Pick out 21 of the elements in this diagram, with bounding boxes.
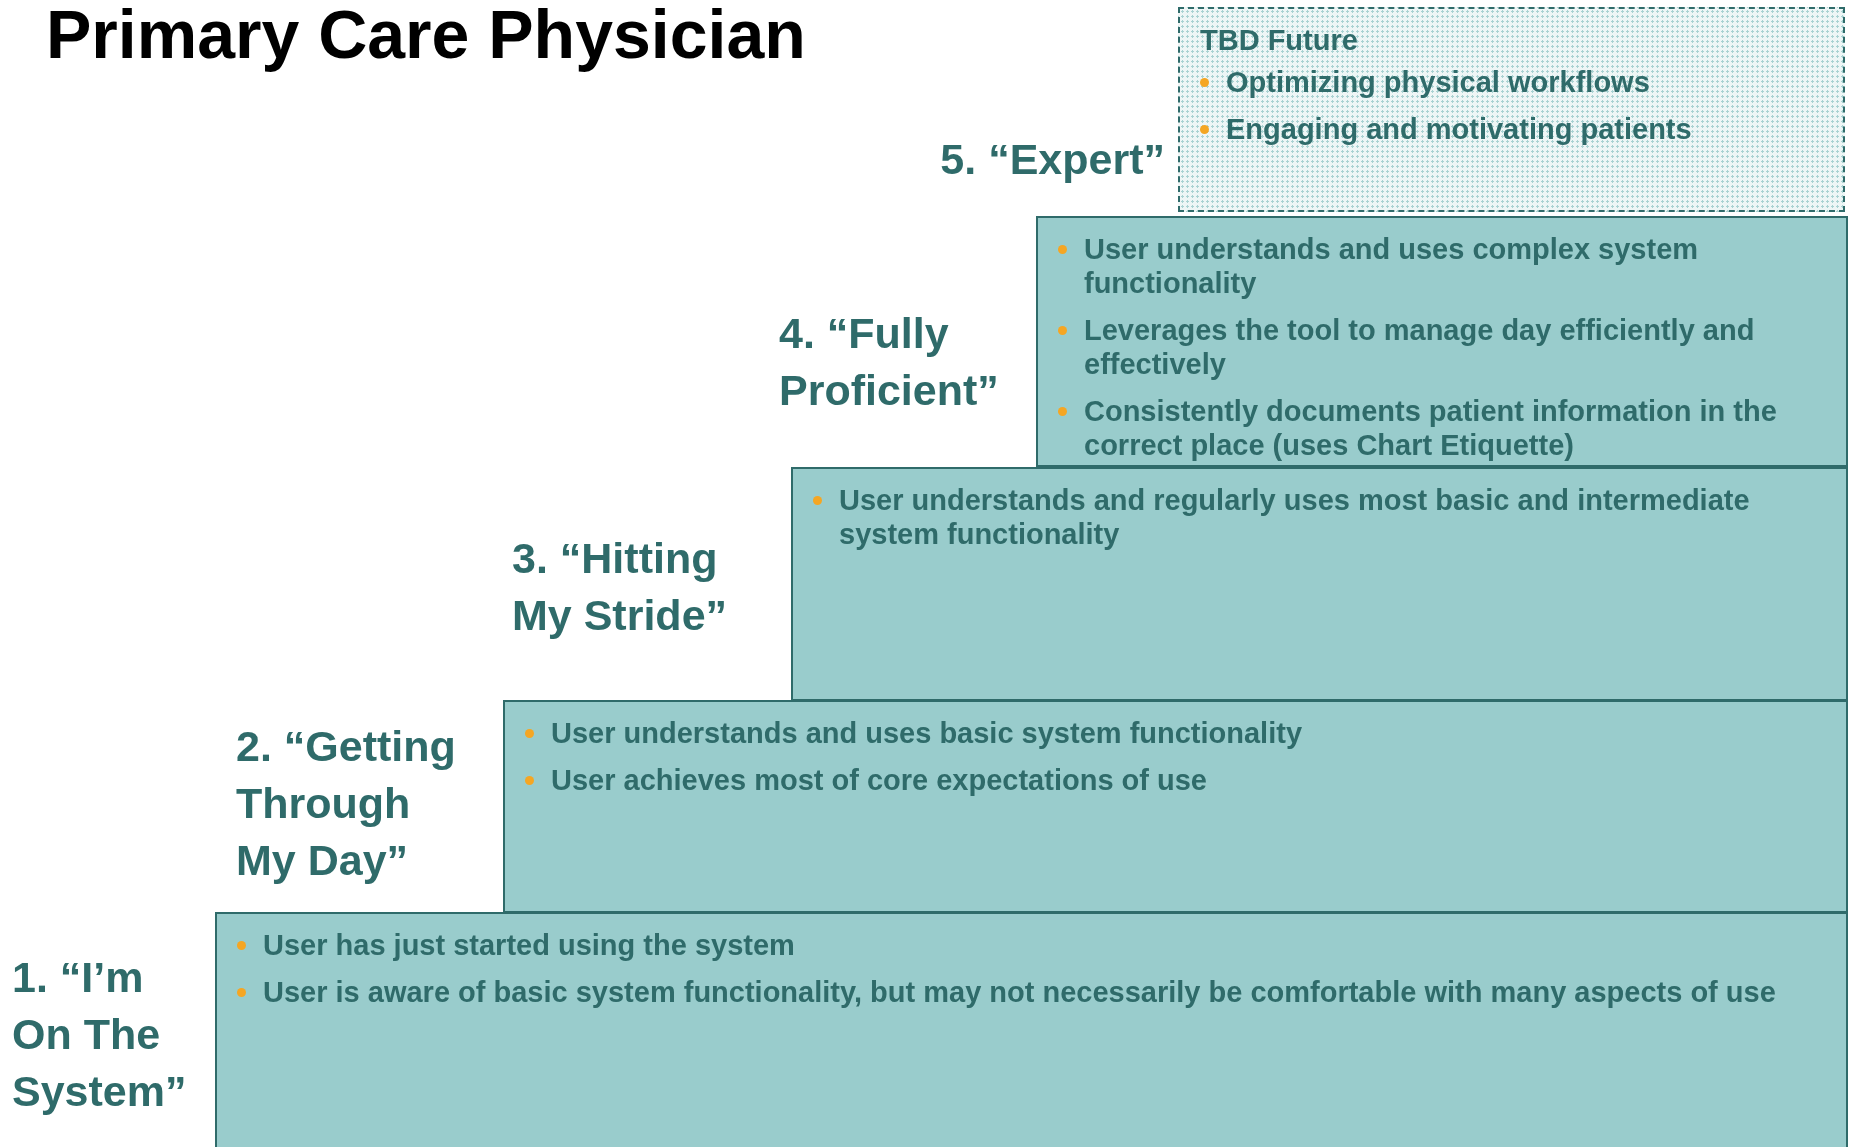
future-stage-panel: [1178, 7, 1845, 212]
bullet-text: User is aware of basic system functionality, but may not necessarily be comfortable with many aspects of use: [263, 975, 1777, 1009]
panel-heading: TBD Future: [1200, 23, 1359, 57]
stage-label: 1. “I’m On The System”: [12, 952, 188, 1117]
bullet-text: User has just started using the system: [263, 928, 796, 962]
stage-label: 3. “Hitting My Stride”: [512, 533, 729, 641]
bullet-text: Consistently documents patient information in the correct place (uses Chart Etiquette): [1084, 394, 1778, 462]
bullet-text: User achieves most of core expectations of use: [551, 763, 1208, 797]
stage-step: [215, 912, 1848, 1147]
stage-step: [503, 700, 1848, 913]
stage-step: [1036, 216, 1848, 467]
stage-label: 2. “Getting Through My Day”: [236, 721, 457, 886]
stage-label: 4. “Fully Proficient”: [779, 308, 1000, 416]
bullet-text: Optimizing physical workflows: [1226, 65, 1651, 99]
bullet-text: User understands and uses complex system functionality: [1084, 232, 1700, 300]
stage-step: [791, 467, 1848, 701]
bullet-text: User understands and uses basic system functionality: [551, 716, 1303, 750]
bullet-text: Engaging and motivating patients: [1226, 112, 1693, 146]
stage-label: 5. “Expert”: [940, 134, 1165, 185]
bullet-text: Leverages the tool to manage day efficiently and effectively: [1084, 313, 1756, 381]
bullet-text: User understands and regularly uses most basic and intermediate system functionality: [839, 483, 1751, 551]
